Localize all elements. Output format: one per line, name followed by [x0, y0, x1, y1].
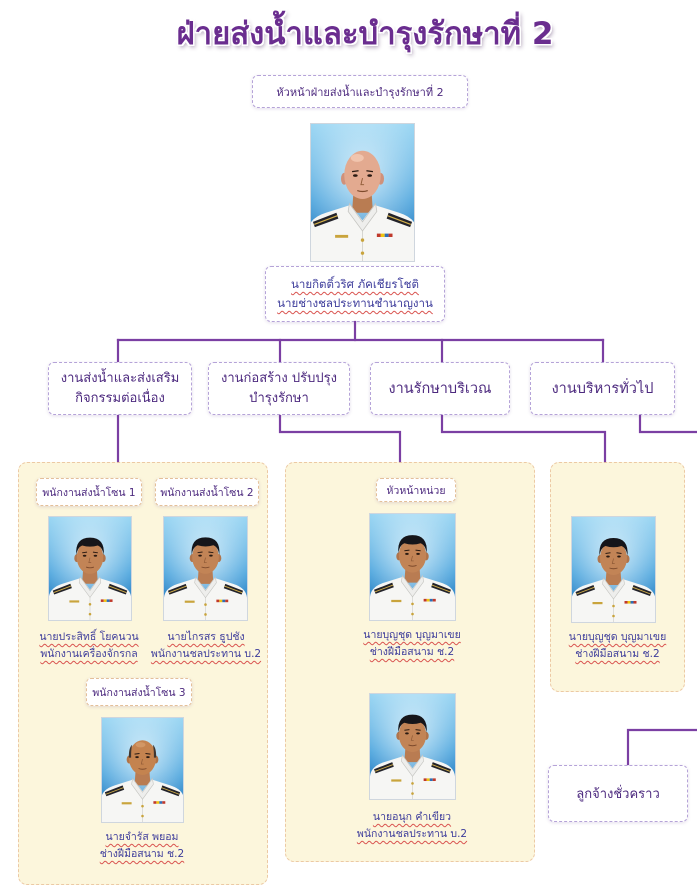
- zone-2-caption: นายไกรสร ธูปชัง พนักงานชลประทาน บ.2: [144, 629, 268, 663]
- staff-name: นายจำรัส พยอม: [105, 831, 179, 843]
- staff-role: พนักงานชลประทาน บ.2: [356, 828, 468, 840]
- connector-line: [278, 414, 402, 463]
- head-position-label: หัวหน้าฝ่ายส่งน้ำและบำรุงรักษาที่ 2: [276, 85, 444, 99]
- connector-line: [440, 414, 607, 463]
- dept-label-line: งานรักษาบริเวณ: [388, 380, 492, 397]
- zone-1-caption: นายประสิทธิ์ โยคนวน พนักงานเครื่องจักรกล: [29, 629, 149, 663]
- staff-role: พนักงานชลประทาน บ.2: [150, 648, 262, 660]
- zone-1-label: พนักงานส่งน้ำโซน 1: [42, 486, 136, 499]
- dept-label-line: งานบริหารทั่วไป: [551, 380, 654, 397]
- head-position-box: หัวหน้าฝ่ายส่งน้ำและบำรุงรักษาที่ 2: [252, 75, 468, 108]
- staff-role: ช่างฝีมือสนาม ช.2: [99, 848, 185, 860]
- head-role: นายช่างชลประทานชำนาญงาน: [277, 296, 433, 310]
- dept-label-line: งานก่อสร้าง ปรับปรุง: [221, 370, 337, 386]
- temporary-staff-box: ลูกจ้างชั่วคราว: [548, 765, 688, 822]
- staff-name: นายไกรสร ธูปชัง: [167, 631, 245, 643]
- head-name-box: นายกิตติ์วริศ ภัคเชียรโชติ นายช่างชลประท…: [265, 266, 445, 322]
- grounds-staff-portrait-photo: [571, 516, 656, 623]
- staff-name: นายบุญชุด บุญมาเขย: [363, 629, 461, 641]
- staff-name: นายประสิทธิ์ โยคนวน: [39, 631, 139, 643]
- construction-staff-portrait-photo: [369, 693, 456, 800]
- staff-role: ช่างฝีมือสนาม ช.2: [575, 648, 660, 660]
- dept-box-administration: งานบริหารทั่วไป: [530, 362, 675, 415]
- construction-head-caption: นายบุญชุด บุญมาเขย ช่างฝีมือสนาม ช.2: [341, 627, 483, 661]
- grounds-staff-caption: นายบุญชุด บุญมาเขย ช่างฝีมือสนาม ช.2: [552, 629, 683, 663]
- zone-1-portrait-photo: [48, 516, 132, 621]
- zone-3-caption: นายจำรัส พยอม ช่างฝีมือสนาม ช.2: [80, 829, 204, 863]
- unit-head-box: หัวหน้าหน่วย: [376, 478, 456, 502]
- connector-line: [626, 728, 697, 766]
- staff-role: พนักงานเครื่องจักรกล: [40, 648, 138, 660]
- connector-line: [638, 414, 697, 434]
- zone-1-box: พนักงานส่งน้ำโซน 1: [36, 478, 142, 506]
- head-portrait-photo: [310, 123, 415, 262]
- dept-label-line: กิจกรรมต่อเนื่อง: [75, 390, 165, 406]
- panel-grounds-staff: นายบุญชุด บุญมาเขย ช่างฝีมือสนาม ช.2: [550, 462, 685, 692]
- construction-staff-caption: นายอนุก คำเขียว พนักงานชลประทาน บ.2: [341, 809, 483, 843]
- zone-2-box: พนักงานส่งน้ำโซน 2: [155, 478, 259, 506]
- staff-name: นายบุญชุด บุญมาเขย: [568, 631, 667, 643]
- panel-water-delivery-staff: พนักงานส่งน้ำโซน 1 พนักงานส่งน้ำโซน 2 นา…: [18, 462, 268, 885]
- unit-head-label: หัวหน้าหน่วย: [386, 484, 446, 497]
- dept-box-construction: งานก่อสร้าง ปรับปรุง บำรุงรักษา: [208, 362, 350, 415]
- head-name: นายกิตติ์วริศ ภัคเชียรโชติ: [291, 277, 419, 291]
- dept-box-water-delivery: งานส่งน้ำและส่งเสริม กิจกรรมต่อเนื่อง: [48, 362, 192, 415]
- dept-box-grounds: งานรักษาบริเวณ: [370, 362, 510, 415]
- chart-title: ฝ่ายส่งน้ำและบำรุงรักษาที่ 2: [176, 16, 554, 52]
- dept-label-line: งานส่งน้ำและส่งเสริม: [60, 370, 180, 386]
- zone-3-box: พนักงานส่งน้ำโซน 3: [86, 678, 192, 706]
- staff-name: นายอนุก คำเขียว: [372, 811, 452, 823]
- zone-2-portrait-photo: [163, 516, 248, 621]
- dept-label-line: บำรุงรักษา: [249, 390, 309, 406]
- temporary-staff-label: ลูกจ้างชั่วคราว: [576, 787, 660, 802]
- construction-head-portrait-photo: [369, 513, 456, 621]
- zone-2-label: พนักงานส่งน้ำโซน 2: [160, 486, 254, 499]
- staff-role: ช่างฝีมือสนาม ช.2: [369, 646, 455, 658]
- zone-3-label: พนักงานส่งน้ำโซน 3: [92, 686, 186, 699]
- zone-3-portrait-photo: [101, 717, 184, 823]
- panel-construction-staff: หัวหน้าหน่วย นายบุญชุด บุญมาเขย ช่างฝีมื…: [285, 462, 535, 862]
